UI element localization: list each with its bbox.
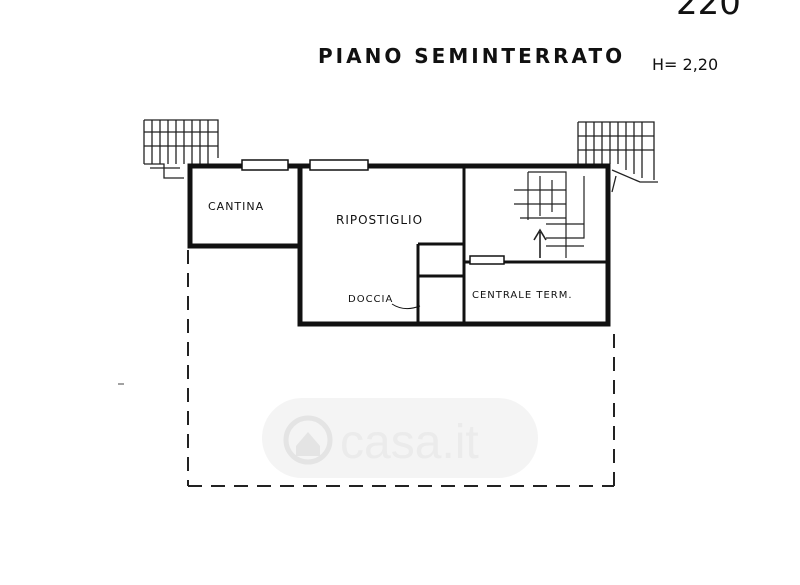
dashed-boundary — [187, 250, 615, 487]
house-icon — [283, 415, 333, 465]
doccia-leader-line — [391, 303, 421, 310]
watermark: casa.it — [262, 398, 538, 478]
height-note: H= 2,20 — [652, 55, 718, 74]
plan-title: PIANO SEMINTERRATO — [318, 44, 625, 68]
room-label-doccia: DOCCIA — [348, 294, 393, 305]
exterior-stairs-left — [143, 119, 219, 179]
interior-stairs — [514, 171, 585, 258]
room-label-cantina: CANTINA — [208, 200, 264, 213]
room-label-centrale-term: CENTRALE TERM. — [472, 290, 573, 301]
up-arrow-icon — [533, 228, 547, 258]
page-number: 220 — [676, 0, 741, 23]
windows — [241, 159, 505, 265]
room-label-ripostiglio: RIPOSTIGLIO — [336, 213, 423, 227]
watermark-text: casa.it — [340, 416, 479, 469]
exterior-stairs-right — [577, 121, 658, 193]
